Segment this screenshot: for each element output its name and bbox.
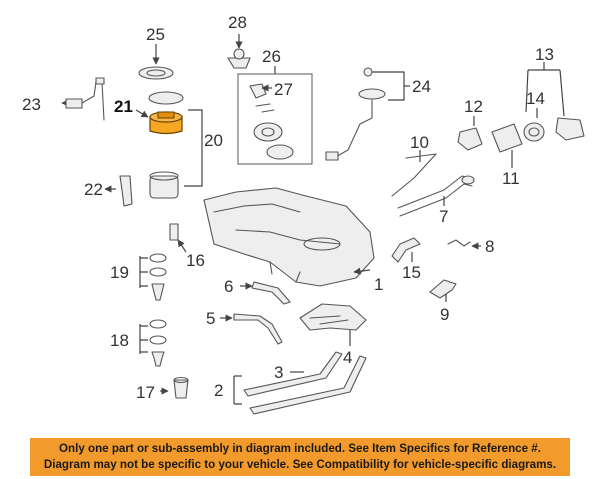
part-19-seals: [139, 253, 167, 301]
callout-14: 14: [526, 89, 545, 108]
part-8-clamp: [447, 239, 481, 250]
callout-7: 7: [439, 207, 448, 226]
part-9-bracket: [429, 279, 457, 302]
part-16-valve: [169, 223, 187, 253]
callout-19: 19: [110, 263, 129, 282]
callout-3: 3: [274, 363, 283, 382]
part-20-bracket: [149, 109, 203, 199]
part-22-bracket: [104, 175, 133, 207]
callout-9: 9: [440, 305, 449, 324]
part-13-14-cap: [523, 62, 585, 142]
callout-2: 2: [214, 381, 223, 400]
part-21-highlighted: [135, 91, 184, 135]
part-17-boot: [160, 376, 189, 399]
part-26-kit-box: [237, 66, 313, 165]
compatibility-notice-banner: Only one part or sub-assembly in diagram…: [30, 438, 570, 476]
callout-18: 18: [110, 331, 129, 350]
callout-17: 17: [136, 383, 155, 402]
callout-22: 22: [84, 180, 103, 199]
callout-5: 5: [206, 309, 215, 328]
callout-24: 24: [412, 77, 431, 96]
callout-12: 12: [464, 97, 483, 116]
callout-13: 13: [535, 45, 554, 64]
callout-11: 11: [502, 169, 520, 188]
callout-15: 15: [402, 263, 421, 282]
part-23-sender: [61, 77, 105, 121]
part-15-hose: [391, 237, 421, 263]
callout-16: 16: [186, 251, 205, 270]
part-11-12-housing: [457, 116, 523, 168]
part-28-clip: [227, 34, 251, 69]
notice-line-2: Diagram may not be specific to your vehi…: [43, 458, 557, 471]
part-6-bracket: [240, 281, 291, 305]
part-1-fuel-tank: [203, 187, 375, 287]
callout-21: 21: [114, 97, 133, 116]
notice-line-1: Only one part or sub-assembly in diagram…: [59, 442, 541, 455]
part-2-3-straps: [233, 351, 367, 415]
callout-26: 26: [262, 47, 281, 66]
callout-4: 4: [343, 348, 352, 367]
part-5-strap: [220, 313, 283, 345]
part-7-10-filler-pipe: [391, 150, 475, 217]
callout-28: 28: [228, 13, 247, 32]
part-18-seals: [139, 319, 167, 367]
part-24-sender: [325, 67, 410, 161]
callout-25: 25: [146, 25, 165, 44]
callout-27: 27: [274, 80, 293, 99]
part-4-shield: [299, 303, 367, 346]
callout-1: 1: [374, 275, 383, 294]
callout-labels: 25 28 26 27 24 13 14 12 10 11 7 8 15 9 1…: [22, 13, 554, 402]
callout-10: 10: [410, 133, 429, 152]
callout-6: 6: [224, 277, 233, 296]
callout-8: 8: [485, 237, 494, 256]
callout-23: 23: [22, 95, 41, 114]
part-25-gasket: [138, 44, 174, 80]
callout-20: 20: [204, 131, 223, 150]
